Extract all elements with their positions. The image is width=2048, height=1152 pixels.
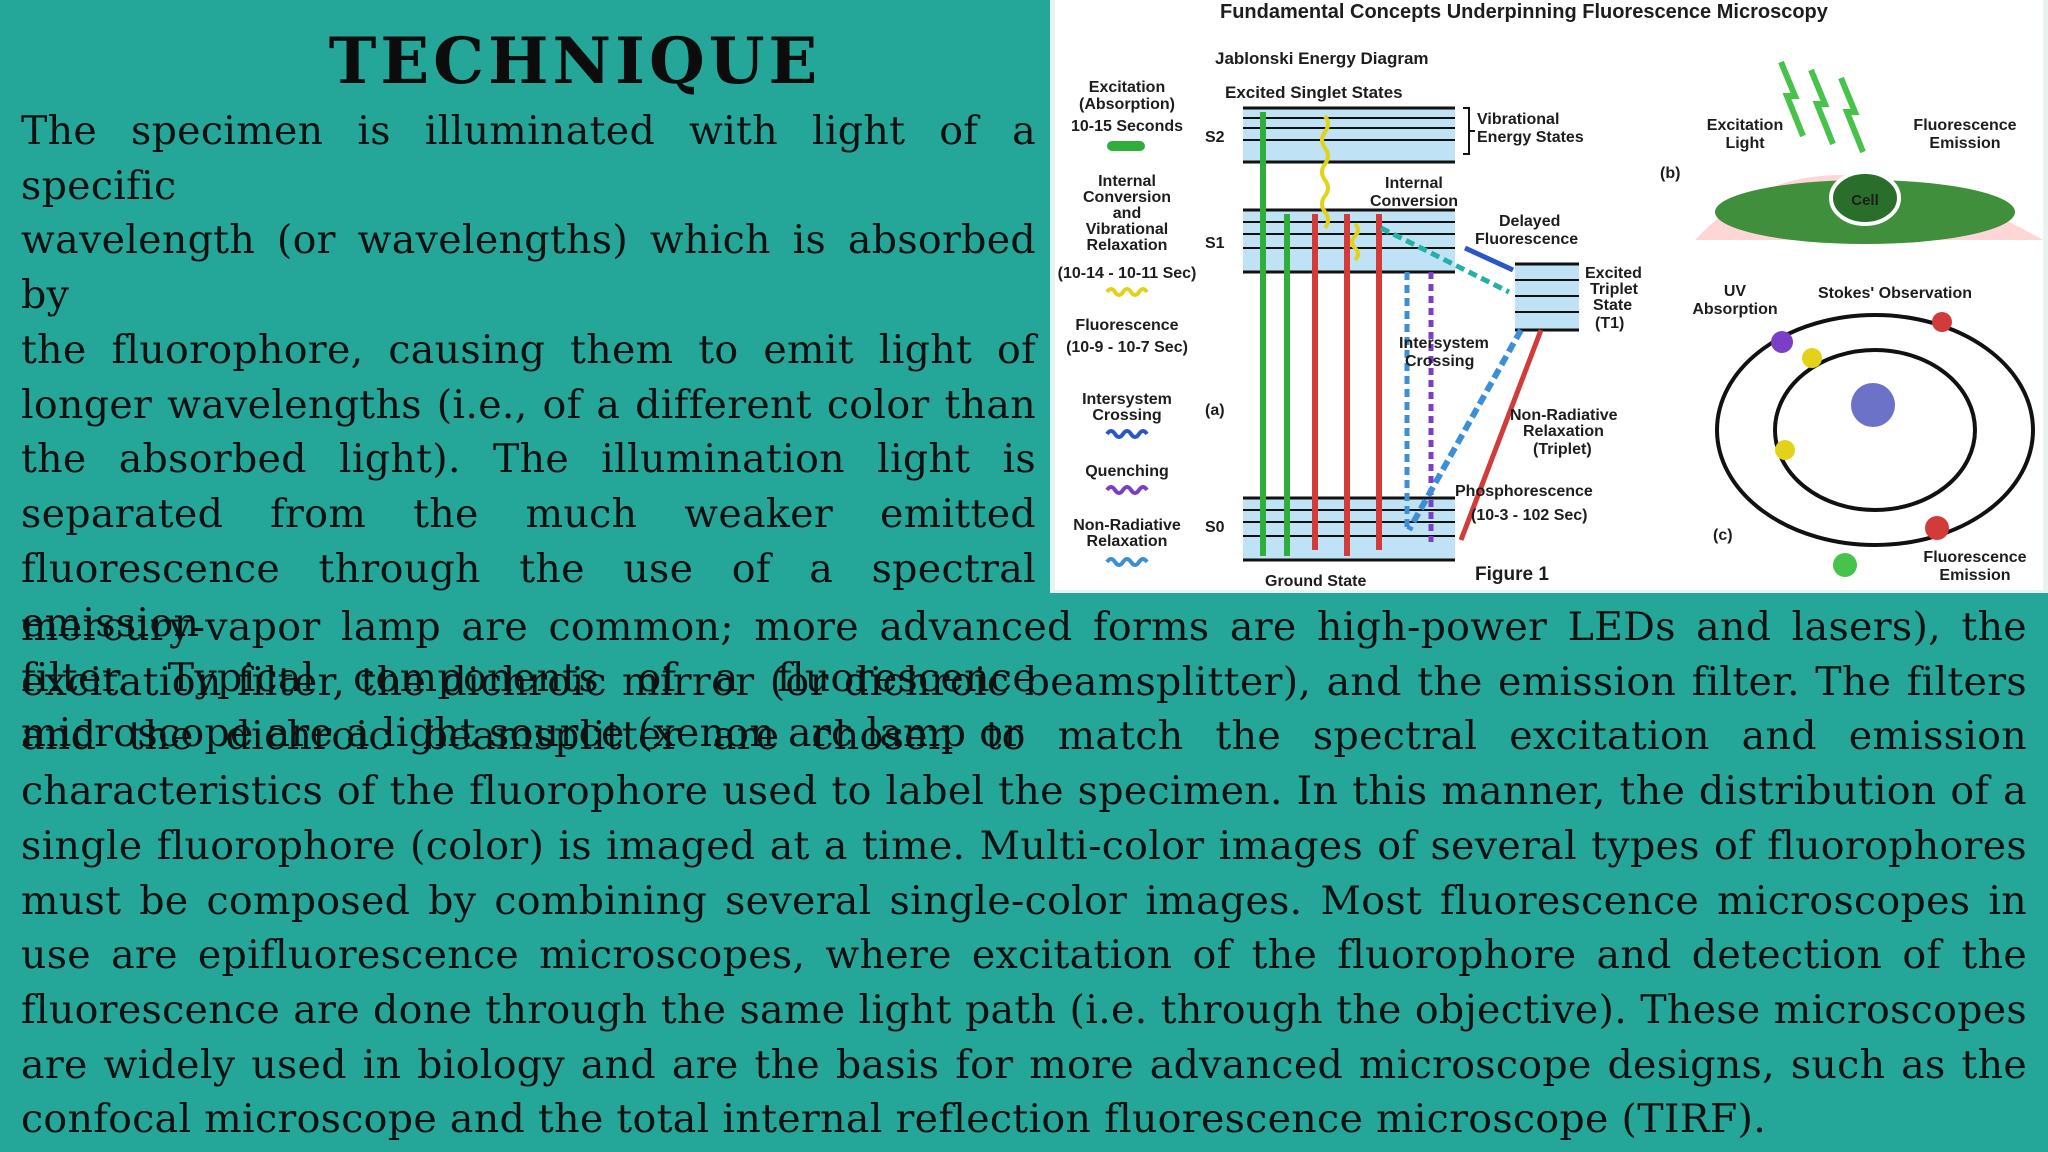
ground-state-label: Ground State bbox=[1265, 573, 1366, 590]
legend-text: Quenching bbox=[1085, 463, 1169, 480]
legend: Excitation (Absorption) 10-15 Seconds In… bbox=[1058, 79, 1197, 567]
paragraph-line: microscope are a light source (xenon arc… bbox=[21, 709, 1023, 756]
state-label-s2: S2 bbox=[1205, 129, 1225, 146]
internal-swatch bbox=[1105, 287, 1149, 297]
legend-text: Conversion bbox=[1083, 189, 1171, 206]
legend-text: Excitation bbox=[1089, 79, 1165, 96]
legend-text: Crossing bbox=[1092, 407, 1161, 424]
c-fluorescence-emission-label: Emission bbox=[1939, 567, 2010, 584]
paragraph-intro: The specimen is illuminated with light o… bbox=[21, 104, 1036, 760]
paragraph-continued: mercury-vapor lamp are common; more adva… bbox=[21, 604, 2027, 1143]
vibrational-label: Energy States bbox=[1477, 129, 1584, 146]
b-fluorescence-emission-label: Fluorescence bbox=[1913, 117, 2016, 134]
legend-text: Relaxation bbox=[1087, 237, 1168, 254]
non-radiative-swatch bbox=[1105, 557, 1149, 567]
intersystem-label: Intersystem bbox=[1399, 335, 1489, 352]
panel-c-stokes-diagram: UV Absorption Stokes' Observation (c) Fl… bbox=[1692, 283, 2035, 584]
non-radiative-triplet-label: Non-Radiative bbox=[1510, 407, 1618, 424]
excitation-swatch bbox=[1107, 141, 1145, 151]
paragraph-line: filter. Typical components of a fluoresc… bbox=[21, 655, 1036, 702]
paragraph-line: separated from the much weaker emitted bbox=[21, 490, 1036, 537]
state-label-s0: S0 bbox=[1205, 519, 1225, 536]
triplet-label: State bbox=[1593, 297, 1632, 314]
uv-absorption-label: Absorption bbox=[1692, 301, 1777, 318]
cell-label: Cell bbox=[1851, 192, 1879, 209]
jablonski-title: Jablonski Energy Diagram bbox=[1215, 49, 1429, 68]
state-label-s1: S1 bbox=[1205, 235, 1225, 252]
legend-text: and bbox=[1113, 205, 1141, 222]
non-radiative-triplet-label: Relaxation bbox=[1523, 423, 1604, 440]
excitation-light-label: Light bbox=[1725, 135, 1765, 152]
legend-text: Vibrational bbox=[1086, 221, 1168, 238]
delayed-label: Delayed bbox=[1499, 213, 1560, 230]
excited-singlet-label: Excited Singlet States bbox=[1225, 83, 1403, 102]
panel-c-label: (c) bbox=[1713, 527, 1733, 544]
transitions bbox=[1260, 112, 1544, 556]
legend-text: (10-9 - 10-7 Sec) bbox=[1066, 339, 1188, 356]
excitation-light-label: Excitation bbox=[1707, 117, 1783, 134]
intersystem-label: Crossing bbox=[1405, 353, 1474, 370]
legend-text: Intersystem bbox=[1082, 391, 1172, 408]
b-fluorescence-emission-label: Emission bbox=[1929, 135, 2000, 152]
phosphorescence-label: Phosphorescence bbox=[1455, 483, 1593, 500]
vibrational-label: Vibrational bbox=[1477, 111, 1559, 128]
quenching-swatch bbox=[1105, 485, 1149, 495]
internal-conversion-label: Internal bbox=[1385, 175, 1443, 192]
figure-number: Figure 1 bbox=[1475, 564, 1549, 585]
paragraph-line: wavelength (or wavelengths) which is abs… bbox=[21, 217, 1036, 319]
figure-title: Fundamental Concepts Underpinning Fluore… bbox=[1220, 1, 1829, 23]
paragraph-line: fluorescence through the use of a spectr… bbox=[21, 545, 1036, 647]
legend-text: Fluorescence bbox=[1075, 317, 1178, 334]
delayed-label: Fluorescence bbox=[1475, 231, 1578, 248]
legend-text: Internal bbox=[1098, 173, 1156, 190]
stokes-label: Stokes' Observation bbox=[1818, 285, 1972, 302]
triplet-label: Excited bbox=[1585, 265, 1642, 282]
internal-conversion-label: Conversion bbox=[1370, 193, 1458, 210]
figure-panel: Fundamental Concepts Underpinning Fluore… bbox=[1055, 0, 2043, 590]
panel-b-label: (b) bbox=[1660, 165, 1680, 182]
legend-text: 10-15 Seconds bbox=[1071, 118, 1183, 135]
triplet-label: (T1) bbox=[1595, 315, 1624, 332]
legend-text: Relaxation bbox=[1087, 533, 1168, 550]
legend-text: Non-Radiative bbox=[1073, 517, 1181, 534]
paragraph-line: the absorbed light). The illumination li… bbox=[21, 436, 1036, 483]
paragraph-line: longer wavelengths (i.e., of a different… bbox=[21, 381, 1036, 428]
diagram-labels: Vibrational Energy States Internal Conve… bbox=[1265, 107, 1642, 590]
legend-text: (10-14 - 10-11 Sec) bbox=[1058, 265, 1197, 282]
paragraph-line: The specimen is illuminated with light o… bbox=[21, 108, 1036, 209]
paragraph-line: the fluorophore, causing them to emit li… bbox=[21, 326, 1036, 373]
figure-svg: Fundamental Concepts Underpinning Fluore… bbox=[1058, 1, 2043, 590]
phosphorescence-label: (10-3 - 102 Sec) bbox=[1471, 507, 1588, 524]
slide-title: TECHNIQUE bbox=[328, 24, 822, 99]
non-radiative-triplet-label: (Triplet) bbox=[1533, 441, 1592, 458]
legend-text: (Absorption) bbox=[1079, 96, 1175, 113]
panel-a-label: (a) bbox=[1205, 402, 1225, 419]
c-fluorescence-emission-label: Fluorescence bbox=[1923, 549, 2026, 566]
intersystem-swatch bbox=[1105, 429, 1149, 439]
triplet-label: Triplet bbox=[1590, 281, 1639, 298]
panel-b-cell-illustration: Cell Excitation Light Fluorescence Emiss… bbox=[1660, 60, 2043, 244]
fluorescence-figure: Fundamental Concepts Underpinning Fluore… bbox=[1050, 0, 2048, 593]
uv-absorption-label: UV bbox=[1724, 283, 1747, 300]
